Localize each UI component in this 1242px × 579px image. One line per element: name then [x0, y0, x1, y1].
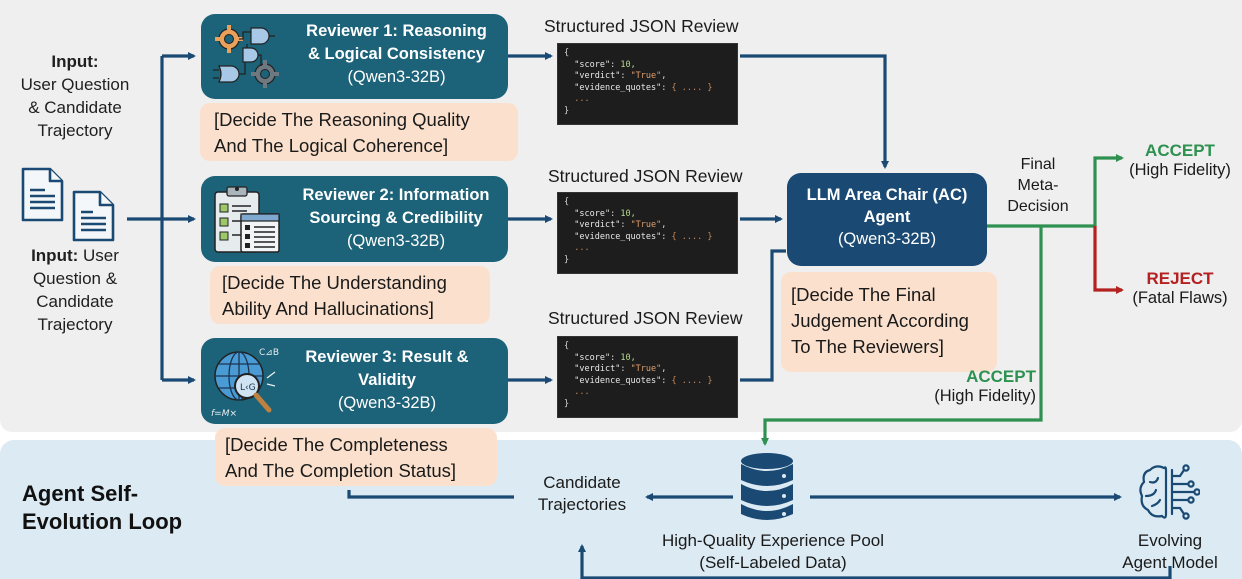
evolving-agent-model-label: Evolving Agent Model [1122, 531, 1218, 572]
svg-text:C⊿B: C⊿B [259, 348, 279, 358]
final-meta-decision-label: Final Meta- Decision [1007, 156, 1069, 215]
json-review-title-1: Structured JSON Review [544, 16, 739, 36]
input-label-top: Input: User Question & Candidate Traject… [20, 52, 130, 140]
svg-text:f=M×: f=M× [211, 409, 237, 419]
self-evolution-loop-title: Agent Self- Evolution Loop [22, 481, 183, 534]
documents-icon [20, 166, 120, 249]
candidate-trajectories-label: Candidate Trajectories [537, 473, 627, 514]
svg-text:L‹G: L‹G [240, 383, 256, 393]
json-review-title-2: Structured JSON Review [548, 166, 743, 186]
area-chair-box: LLM Area Chair (AC) Agent (Qwen3-32B) [787, 173, 987, 266]
reviewer-1-note: [Decide The Reasoning Quality And The Lo… [200, 103, 518, 161]
accept-outcome: ACCEPT (High Fidelity) [1129, 141, 1231, 179]
reject-outcome: REJECT (Fatal Flaws) [1132, 269, 1228, 307]
brain-circuit-icon [1138, 462, 1201, 527]
reviewer-3-box: L‹G C⊿B f=M× Reviewer 3: Result & Validi… [201, 338, 508, 424]
reviewer-2-note: [Decide The Understanding Ability And Ha… [210, 266, 490, 324]
area-chair-note: [Decide The Final Judgement According To… [781, 272, 997, 372]
logic-gears-icon [213, 22, 285, 97]
json-review-1: { "score": 10, "verdict": "True", "evide… [557, 43, 738, 125]
input-label-bottom: Input: User Question & Candidate Traject… [31, 246, 119, 334]
json-review-title-3: Structured JSON Review [548, 308, 743, 328]
globe-magnifier-icon: L‹G C⊿B f=M× [209, 344, 289, 425]
json-review-3: { "score": 10, "verdict": "True", "evide… [557, 336, 738, 418]
reviewer-3-note: [Decide The Completeness And The Complet… [215, 428, 497, 486]
clipboard-checklist-icon [211, 184, 283, 261]
reviewer-2-title: Reviewer 2: Information Sourcing & Credi… [302, 186, 490, 250]
reviewer-1-box: Reviewer 1: Reasoning & Logical Consiste… [201, 14, 508, 99]
database-icon [739, 452, 795, 527]
reviewer-3-title: Reviewer 3: Result & Validity (Qwen3-32B… [305, 348, 469, 412]
reviewer-2-box: Reviewer 2: Information Sourcing & Credi… [201, 176, 508, 262]
json-review-2: { "score": 10, "verdict": "True", "evide… [557, 192, 738, 274]
accept-to-pool-label: ACCEPT (High Fidelity) [934, 367, 1036, 405]
experience-pool-label: High-Quality Experience Pool (Self-Label… [661, 531, 885, 572]
reviewer-1-title: Reviewer 1: Reasoning & Logical Consiste… [306, 22, 487, 86]
